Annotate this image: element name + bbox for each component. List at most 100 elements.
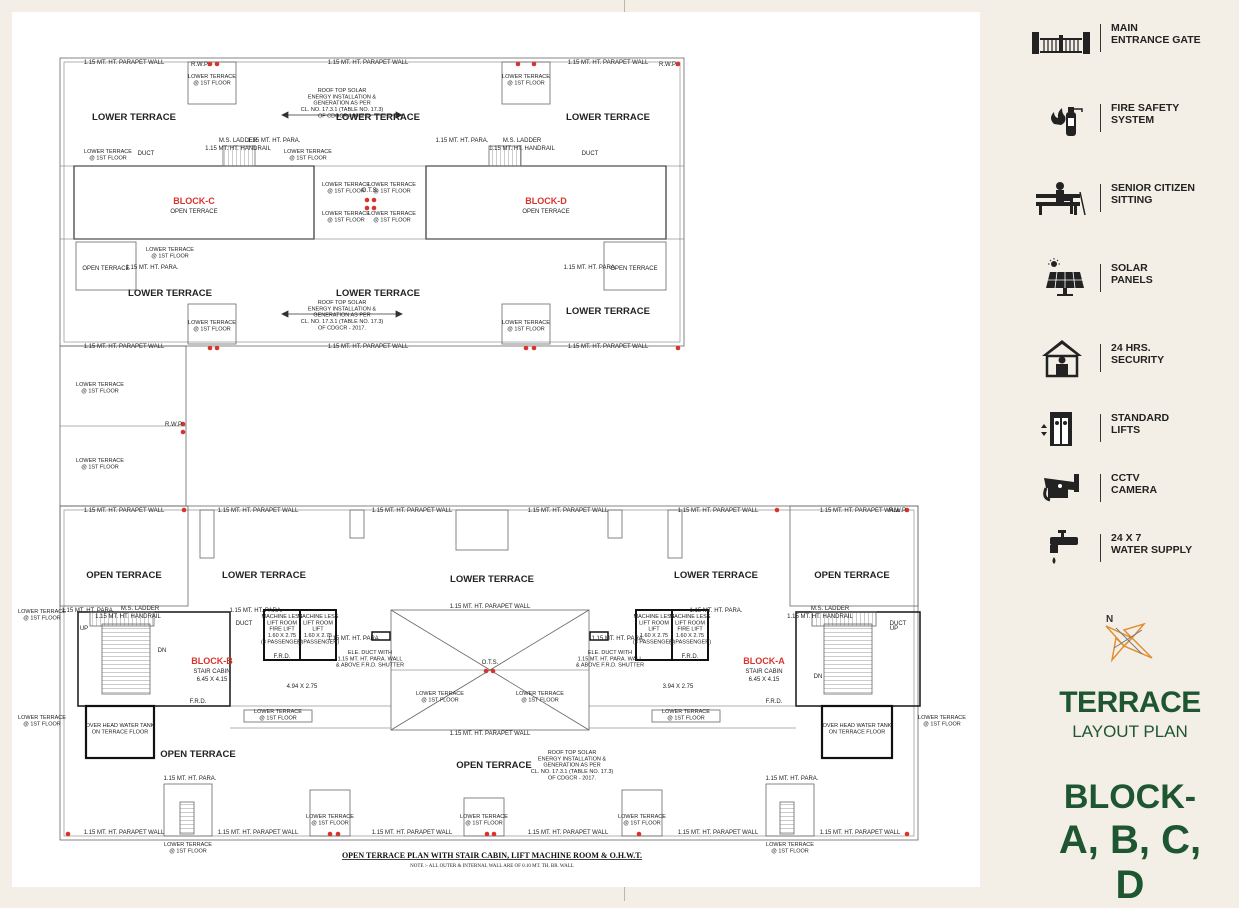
- legend-label: SENIOR CITIZEN SITTING: [1111, 182, 1196, 206]
- para-label: 1.15 MT. HT. PARA.: [564, 265, 617, 271]
- legend-item-solar-panels: SOLAR PANELS: [1030, 258, 1230, 298]
- parapet-label: 1.15 MT. HT. PARAPET WALL: [528, 508, 609, 514]
- para-label: 1.15 MT. HT. PARA.: [248, 138, 301, 144]
- entrance-gate-icon: [1032, 32, 1090, 54]
- rwp-markers: [65, 61, 910, 837]
- legend-separator: [1100, 184, 1101, 212]
- block-c-name: BLOCK-C: [173, 196, 215, 206]
- parapet-label: 1.15 MT. HT. PARAPET WALL: [84, 830, 165, 836]
- compass-north-label: N: [1106, 614, 1113, 625]
- parapet-label: 1.15 MT. HT. PARAPET WALL: [678, 830, 759, 836]
- open-terrace-label: OPEN TERRACE: [610, 266, 657, 272]
- para-label: 1.15 MT. HT. PARA.: [62, 608, 115, 614]
- block-b-dim: 6.45 X 4.15: [197, 677, 228, 683]
- lower-terrace-1st-label: LOWER TERRACE@ 1ST FLOOR: [766, 842, 814, 854]
- parapet-label: 1.15 MT. HT. PARAPET WALL: [218, 508, 299, 514]
- ms-ladder-label: M.S. LADDER: [219, 138, 258, 144]
- legend-label: CCTV CAMERA: [1111, 472, 1158, 496]
- ms-ladder-label: M.S. LADDER: [811, 606, 850, 612]
- security-house-icon: [1042, 340, 1082, 378]
- lower-terrace-label: LOWER TERRACE: [222, 570, 306, 581]
- legend-label: MAIN ENTRANCE GATE: [1111, 22, 1201, 46]
- legend-item-senior-sitting: SENIOR CITIZEN SITTING: [1030, 178, 1230, 218]
- para-label: 1.15 MT. HT. PARA.: [592, 636, 645, 642]
- legend-separator: [1100, 264, 1101, 292]
- dimension-label: 3.94 X 2.75: [663, 684, 694, 690]
- legend-separator: [1100, 24, 1101, 52]
- otc-label: O.T.S.: [362, 188, 379, 194]
- parapet-label: 1.15 MT. HT. PARAPET WALL: [372, 830, 453, 836]
- floor-plan-drawing: LOWER TERRACE LOWER TERRACE LOWER TERRAC…: [18, 57, 966, 869]
- ms-ladder-label: M.S. LADDER: [503, 138, 542, 144]
- open-terrace-label: OPEN TERRACE: [814, 570, 889, 581]
- handrail-label: 1.15 MT. HT. HANDRAIL: [489, 146, 555, 152]
- title-block: BLOCK-: [1063, 778, 1197, 816]
- dn-label: DN: [158, 648, 167, 654]
- parapet-label: 1.15 MT. HT. PARAPET WALL: [678, 508, 759, 514]
- lower-terrace-label: LOWER TERRACE: [336, 112, 420, 123]
- legend-separator: [1100, 344, 1101, 372]
- rwp-label: R.W.P.: [659, 62, 677, 68]
- open-terrace-label: OPEN TERRACE: [160, 749, 235, 760]
- lower-terrace-1st-label: LOWER TERRACE@ 1ST FLOOR: [368, 211, 416, 223]
- parapet-label: 1.15 MT. HT. PARAPET WALL: [328, 60, 409, 66]
- bench-icon: [1036, 182, 1086, 216]
- legend-item-entrance-gate: MAIN ENTRANCE GATE: [1030, 18, 1230, 58]
- parapet-label: 1.15 MT. HT. PARAPET WALL: [218, 830, 299, 836]
- open-terrace-label: OPEN TERRACE: [82, 266, 129, 272]
- duct-label: DUCT: [236, 621, 253, 627]
- lower-terrace-1st-label: LOWER TERRACE@ 1ST FLOOR: [516, 691, 564, 703]
- bottom-region-outline: [59, 505, 919, 841]
- lower-terrace-1st-label: LOWER TERRACE@ 1ST FLOOR: [502, 320, 550, 332]
- parapet-label: 1.15 MT. HT. PARAPET WALL: [372, 508, 453, 514]
- lower-terrace-1st-label: LOWER TERRACE@ 1ST FLOOR: [188, 74, 236, 86]
- open-terrace-label: OPEN TERRACE: [456, 760, 531, 771]
- frd-label: F.R.D.: [274, 654, 291, 660]
- parapet-label: 1.15 MT. HT. PARAPET WALL: [84, 344, 165, 350]
- parapet-label: 1.15 MT. HT. PARAPET WALL: [528, 830, 609, 836]
- lower-terrace-1st-label: LOWER TERRACE@ 1ST FLOOR: [76, 382, 124, 394]
- lower-terrace-1st-label: LOWER TERRACE@ 1ST FLOOR: [18, 715, 66, 727]
- block-d-sub: OPEN TERRACE: [522, 209, 569, 215]
- handrail-label: 1.15 MT. HT. HANDRAIL: [95, 614, 161, 620]
- lower-terrace-1st-label: LOWER TERRACE@ 1ST FLOOR: [284, 149, 332, 161]
- title-layout-plan: LAYOUT PLAN: [1072, 722, 1188, 741]
- lower-terrace-1st-label: LOWER TERRACE@ 1ST FLOOR: [164, 842, 212, 854]
- parapet-label: 1.15 MT. HT. PARAPET WALL: [820, 830, 901, 836]
- ohwt-left: [84, 704, 156, 760]
- handrail-label: 1.15 MT. HT. HANDRAIL: [205, 146, 271, 152]
- parapet-label: 1.15 MT. HT. PARAPET WALL: [328, 344, 409, 350]
- legend-label: SOLAR PANELS: [1111, 262, 1153, 286]
- para-label: 1.15 MT. HT. PARA.: [164, 776, 217, 782]
- lower-terrace-1st-label: LOWER TERRACE@ 1ST FLOOR: [918, 715, 966, 727]
- lower-terrace-1st-label: LOWER TERRACE@ 1ST FLOOR: [322, 211, 370, 223]
- lower-terrace-label: LOWER TERRACE: [674, 570, 758, 581]
- rwp-label: R.W.P.: [191, 62, 209, 68]
- para-label: 1.15 MT. HT. PARA.: [230, 608, 283, 614]
- lower-terrace-label: LOWER TERRACE: [566, 112, 650, 123]
- lower-terrace-1st-label: LOWER TERRACE@ 1ST FLOOR: [188, 320, 236, 332]
- block-d-name: BLOCK-D: [525, 196, 567, 206]
- legend-separator: [1100, 414, 1101, 442]
- dimension-label: 4.94 X 2.75: [287, 684, 318, 690]
- water-tap-icon: [1050, 530, 1078, 564]
- duct-label: DUCT: [890, 621, 907, 627]
- para-label: 1.15 MT. HT. PARA.: [328, 636, 381, 642]
- parapet-label: 1.15 MT. HT. PARAPET WALL: [568, 60, 649, 66]
- legend-item-lifts: STANDARD LIFTS: [1030, 408, 1230, 448]
- north-compass-icon: N: [1105, 614, 1153, 663]
- para-label: 1.15 MT. HT. PARA.: [766, 776, 819, 782]
- title-block-list: A, B, C, D: [1058, 818, 1202, 907]
- floor-plan-sheet: LOWER TERRACE LOWER TERRACE LOWER TERRAC…: [12, 12, 980, 887]
- legend-label: STANDARD LIFTS: [1111, 412, 1170, 436]
- block-b-sub: STAIR CABIN: [193, 669, 230, 675]
- frd-label: F.R.D.: [682, 654, 699, 660]
- lower-terrace-label: LOWER TERRACE: [128, 288, 212, 299]
- parapet-label: 1.15 MT. HT. PARAPET WALL: [568, 344, 649, 350]
